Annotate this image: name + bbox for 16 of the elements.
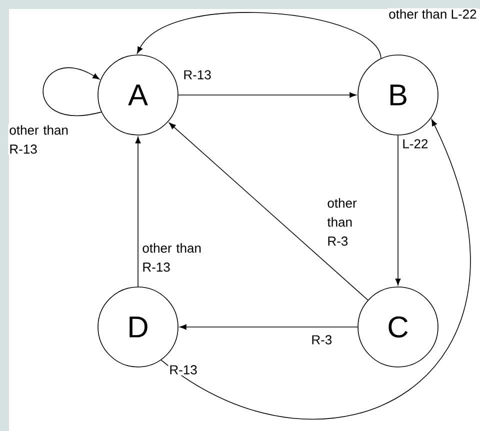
edge-label: other than R-3 bbox=[326, 197, 368, 247]
arrow bbox=[180, 324, 358, 330]
arrow bbox=[42, 67, 102, 116]
edge-label: other than L-22 bbox=[388, 8, 478, 20]
arrow bbox=[395, 134, 401, 286]
edge-label: R-13 bbox=[182, 69, 212, 80]
arrow bbox=[168, 122, 368, 300]
arrow bbox=[160, 119, 470, 419]
edge-label: R-13 bbox=[168, 364, 198, 376]
arrow bbox=[135, 136, 141, 287]
edge-label: other than R-13 bbox=[8, 124, 76, 155]
edge-label: L-22 bbox=[401, 138, 430, 150]
edge-label: other than R-13 bbox=[141, 242, 210, 273]
arrow bbox=[178, 92, 356, 98]
edge-label: R-3 bbox=[310, 334, 334, 346]
arrow bbox=[136, 12, 382, 59]
